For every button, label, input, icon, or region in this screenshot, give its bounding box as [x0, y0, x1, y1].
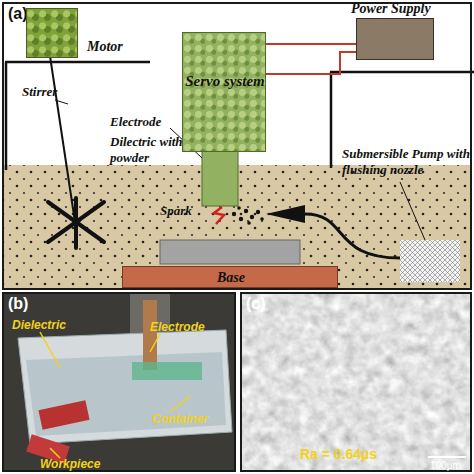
- particle: [232, 212, 236, 216]
- part-label: Electrode: [110, 114, 161, 130]
- particle: [247, 221, 251, 225]
- stirrer-blade: [74, 198, 78, 248]
- shelf-support: [330, 72, 333, 168]
- container: [18, 330, 232, 444]
- photo-label: Workpiece: [40, 457, 100, 471]
- node-label: Servo system: [183, 73, 267, 90]
- supply-shelf: [330, 71, 474, 74]
- power-supply-box: Power Supply: [356, 18, 434, 60]
- leader-line: [55, 100, 68, 104]
- leader-line: [400, 182, 425, 240]
- particle: [237, 206, 241, 210]
- photo-workpiece: [38, 400, 89, 430]
- dielectric-liquid: [26, 352, 226, 436]
- particle: [244, 209, 248, 213]
- photo-label: Electrode: [150, 320, 205, 334]
- stirrer-blades: [48, 198, 104, 248]
- part-label: Spark: [160, 203, 192, 219]
- submersible-pump: [400, 240, 460, 282]
- pointer-line: [40, 332, 60, 368]
- photo-electrode: [143, 300, 157, 370]
- servo-box: Servo system: [182, 32, 266, 152]
- particle: [250, 215, 254, 219]
- pointer-line: [50, 448, 60, 458]
- pump-hose: [305, 214, 405, 258]
- photo-label: Dielectric: [12, 318, 66, 332]
- electrode-holder: [132, 362, 202, 380]
- panel-frame: (c): [240, 292, 472, 472]
- pointer-line: [170, 396, 190, 412]
- power-wire: [266, 52, 356, 74]
- motor-block: Motor: [26, 8, 78, 58]
- part-label: Submersible Pump with flushing nozzle: [342, 146, 470, 178]
- part-label: Dilectric with powder: [110, 134, 190, 166]
- pointer-lines: [40, 332, 190, 458]
- flushing-nozzle: [266, 205, 305, 223]
- roughness-value: Ra = 0.64µs: [300, 446, 377, 462]
- stirrer-shaft: [50, 56, 75, 222]
- pointer-line: [150, 334, 160, 352]
- node-label: Base: [123, 270, 339, 286]
- workpiece: [160, 240, 300, 264]
- node-label: (b): [8, 295, 28, 313]
- power-wire: [266, 43, 356, 45]
- motor-shelf: [5, 61, 150, 64]
- particle: [260, 217, 264, 221]
- node-label: (a): [8, 5, 28, 23]
- node-label: Motor: [87, 39, 123, 55]
- powder-particles: [232, 206, 264, 225]
- part-label: Stirrer: [22, 84, 57, 100]
- shelf-support: [5, 62, 8, 170]
- scale-label: 100µm: [430, 460, 461, 471]
- particle: [256, 210, 260, 214]
- node-label: (c): [246, 295, 266, 313]
- electrode: [202, 150, 238, 206]
- particle: [239, 217, 243, 221]
- photo-background: [4, 294, 234, 470]
- scale-bar: [428, 456, 466, 458]
- spark-symbol: [214, 207, 224, 224]
- sem-micrograph: [242, 294, 470, 470]
- base-plate: Base: [122, 266, 338, 288]
- node-label: Power Supply: [351, 1, 431, 17]
- photo-label: Container: [152, 412, 208, 426]
